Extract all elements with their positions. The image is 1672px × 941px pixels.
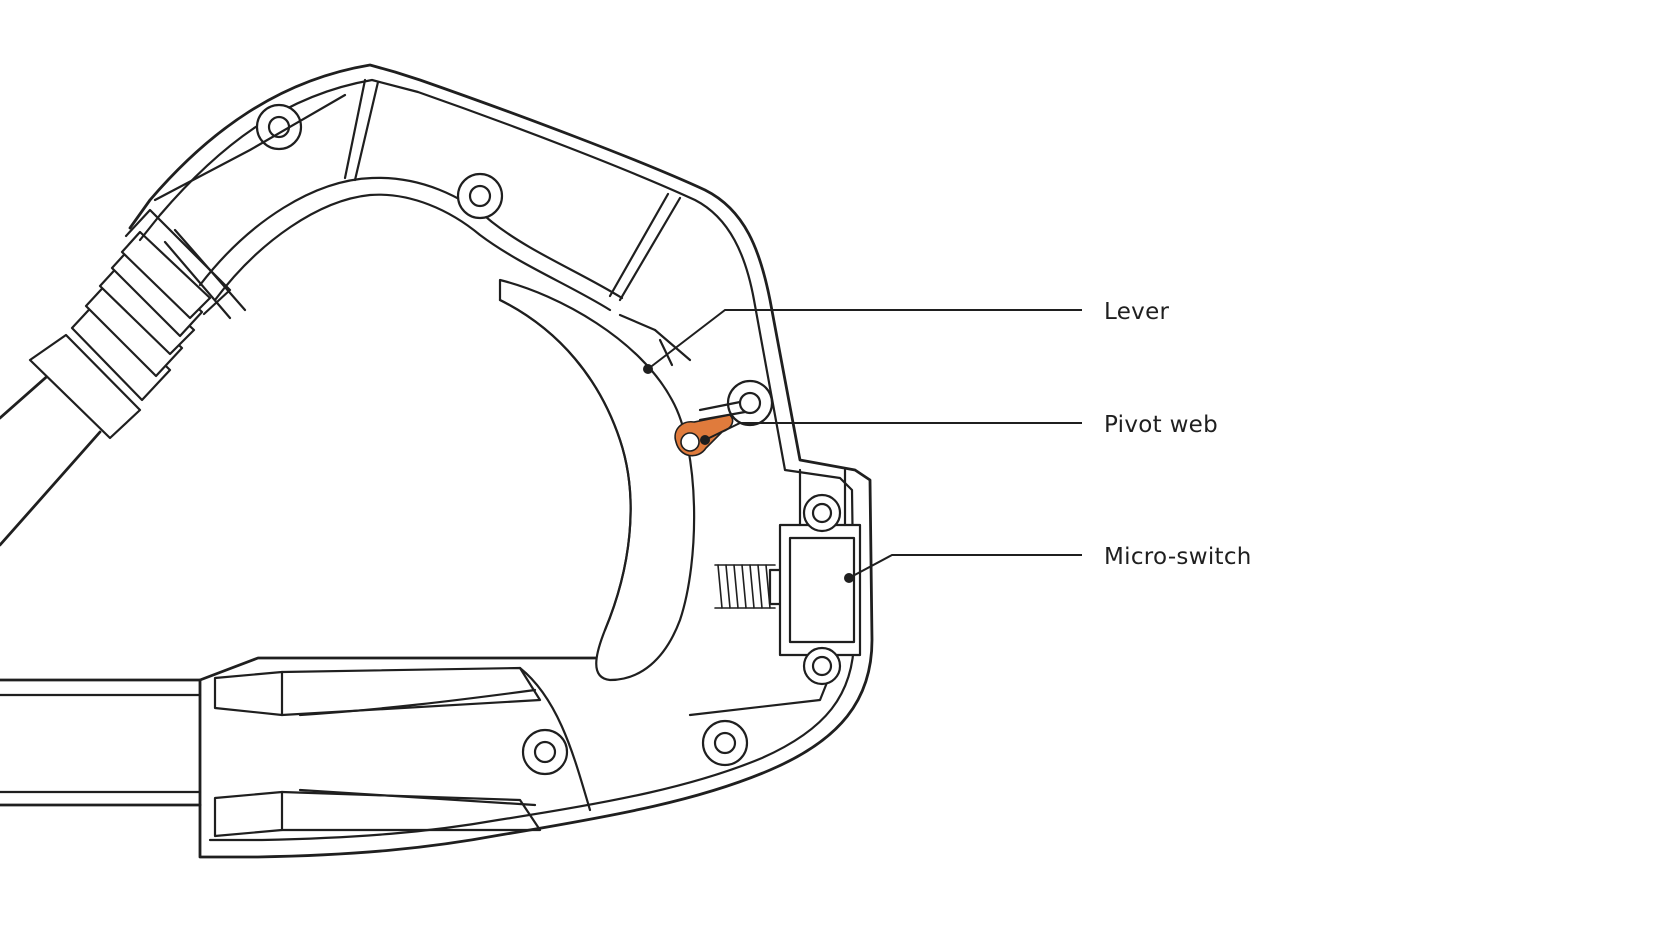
lower-grip bbox=[0, 648, 842, 838]
lever-leader-line bbox=[647, 309, 1082, 370]
micro-switch-leader-line bbox=[848, 554, 1082, 579]
micro-switch bbox=[778, 468, 862, 686]
cable-hose bbox=[0, 208, 232, 547]
housing-shell bbox=[128, 63, 874, 859]
lever-label: Lever bbox=[1104, 299, 1170, 325]
pivot-web-label: Pivot web bbox=[1104, 412, 1218, 438]
pivot-web-leader-line bbox=[704, 422, 1082, 441]
micro-switch-label: Micro-switch bbox=[1104, 544, 1252, 570]
lever bbox=[498, 278, 696, 682]
pivot-web bbox=[674, 379, 774, 457]
callout-leaders bbox=[643, 309, 1082, 583]
spring bbox=[714, 564, 790, 609]
